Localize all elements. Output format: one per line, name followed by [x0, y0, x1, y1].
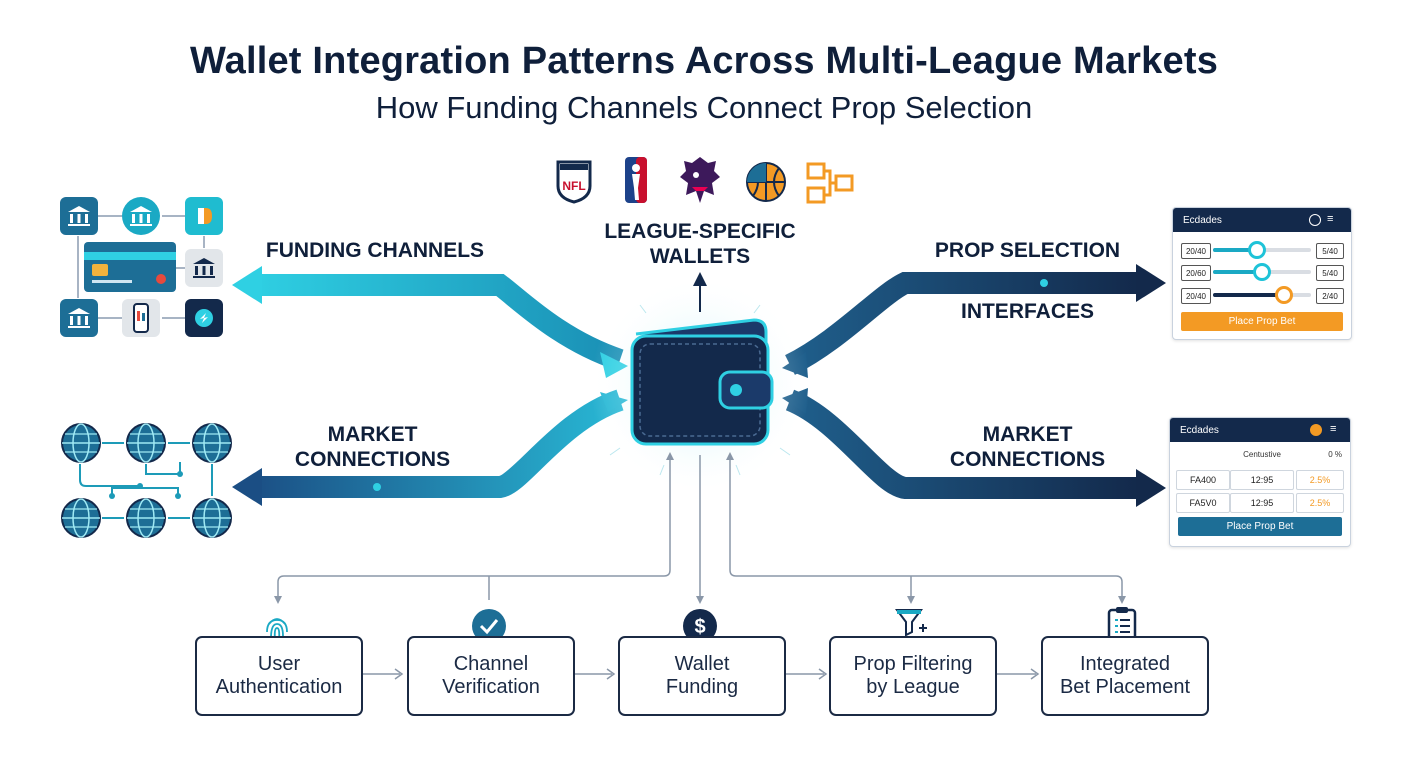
prop-slider[interactable]: [1213, 241, 1311, 259]
clipboard-icon: [1104, 606, 1140, 642]
flowchart-logo: [806, 162, 854, 204]
bank-icon: [122, 197, 160, 235]
prop-slider[interactable]: [1213, 286, 1311, 304]
market-cell: 12:95: [1230, 493, 1294, 513]
prop-slider[interactable]: [1213, 263, 1311, 281]
svg-text:$: $: [694, 616, 705, 638]
market-cell: 2.5%: [1296, 470, 1344, 490]
market-cell: FA5V0: [1176, 493, 1230, 513]
odds-chip: 2/40: [1316, 288, 1344, 304]
card-header: Ecdades ≡: [1173, 208, 1351, 232]
play-icon: [185, 197, 223, 235]
filter-icon: [893, 604, 929, 640]
info-icon[interactable]: [1309, 214, 1321, 226]
prop-selection-card: Ecdades ≡ 20/40 5/40 20/60 5/40 20/40 2/…: [1172, 207, 1352, 340]
card-header: Ecdades ≡: [1170, 418, 1350, 442]
nba-logo: [624, 156, 648, 204]
market-cell: 12:95: [1230, 470, 1294, 490]
checkmark-icon: [471, 608, 507, 644]
funding-channels-arrow: [232, 266, 628, 378]
payment-app-icon: [185, 299, 223, 337]
odds-chip: 20/40: [1181, 243, 1211, 259]
column-header: Centustive: [1243, 450, 1281, 459]
odds-chip: 5/40: [1316, 265, 1344, 281]
odds-chip: 5/40: [1316, 243, 1344, 259]
market-card: Ecdades ≡ Centustive 0 % FA400 12:95 2.5…: [1169, 417, 1351, 547]
globe-icon: [61, 498, 101, 538]
funding-channels-label: FUNDING CHANNELS: [265, 239, 485, 262]
wallet-icon: [626, 312, 776, 450]
interfaces-label: INTERFACES: [960, 300, 1094, 323]
odds-chip: 20/60: [1181, 265, 1211, 281]
globe-icon: [126, 423, 166, 463]
credit-card-icon: [84, 242, 176, 292]
wallet-step-connectors: [277, 455, 1123, 600]
bank-icon: [60, 197, 98, 235]
page-title: Wallet Integration Patterns Across Multi…: [189, 40, 1219, 82]
market-cell: FA400: [1176, 470, 1230, 490]
place-prop-bet-button[interactable]: Place Prop Bet: [1178, 517, 1342, 536]
globe-icon: [61, 423, 101, 463]
globe-icon: [192, 423, 232, 463]
page-subtitle: How Funding Channels Connect Prop Select…: [375, 90, 1033, 125]
bank-icon: [185, 249, 223, 287]
svg-text:NFL: NFL: [562, 179, 585, 193]
globe-icon: [192, 498, 232, 538]
place-prop-bet-button[interactable]: Place Prop Bet: [1181, 312, 1343, 331]
menu-icon[interactable]: ≡: [1330, 423, 1337, 435]
prop-selection-label: PROP SELECTION: [934, 239, 1121, 262]
status-icon: [1310, 424, 1322, 436]
league-wallets-arrow: [693, 272, 707, 312]
premier-league-logo: [678, 155, 722, 207]
globe-network: [79, 442, 213, 519]
market-connections-left-label: MARKET CONNECTIONS: [294, 423, 451, 471]
league-specific-wallets-label: LEAGUE-SPECIFIC WALLETS: [604, 220, 796, 268]
odds-chip: 20/40: [1181, 288, 1211, 304]
market-cell: 2.5%: [1296, 493, 1344, 513]
market-connections-right-label: MARKET CONNECTIONS: [949, 423, 1106, 471]
dollar-icon: $: [682, 608, 718, 644]
basketball-logo: [745, 161, 787, 203]
mobile-phone-icon: [122, 299, 160, 337]
menu-icon[interactable]: ≡: [1327, 213, 1334, 225]
column-header: 0 %: [1328, 450, 1342, 459]
globe-icon: [126, 498, 166, 538]
fingerprint-icon: [259, 610, 295, 646]
bank-icon: [60, 299, 98, 337]
nfl-logo: NFL: [554, 158, 594, 204]
